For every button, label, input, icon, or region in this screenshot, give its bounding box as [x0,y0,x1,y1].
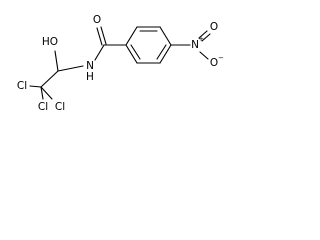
ring-bond-4 [159,44,172,64]
ring-bond-3 [159,26,172,46]
bond-n-carbonyl [94,44,105,61]
bond-carbonyl-o-2 [100,26,107,45]
chemical-structure-diagram: HO N H O N + O O − Cl Cl Cl [17,14,224,113]
bond-c-cl2 [40,86,44,100]
ring-double-3 [130,44,141,60]
atom-amide-nitrogen: N [86,60,94,72]
atom-labels: HO N H O N + O O − Cl Cl Cl [17,14,224,113]
atom-chlorine-3: Cl [55,101,65,113]
atom-hydroxyl: HO [42,36,58,48]
atom-nitro-charge-minus: − [218,54,224,62]
atom-nitro-charge-plus: + [198,35,204,43]
bond-ccl3-choh [40,70,59,88]
bond-ch-oh [54,50,59,72]
bond-nitro-o-top-1 [198,30,208,39]
atom-chlorine-1: Cl [17,80,27,92]
bond-carbonyl-o-1 [96,27,103,46]
atom-chlorine-2: Cl [38,101,48,113]
bond-c-cl3 [40,86,53,100]
ring-bond-6 [125,44,138,64]
ring-double-2 [156,44,167,60]
ring-bond-1 [125,26,138,46]
atom-nitro-oxygen-bottom: O [210,57,218,69]
atom-nitro-nitrogen: N [191,39,199,51]
atom-carbonyl-oxygen: O [93,14,101,26]
atom-nitro-oxygen-top: O [210,21,218,33]
bond-c-cl1 [29,85,42,88]
bond-nitro-o-top-2 [201,33,211,42]
atom-amide-hydrogen: H [86,71,94,83]
bonds [29,26,211,100]
bond-nitro-o-bottom [199,51,209,60]
bond-ch-n [57,65,84,72]
